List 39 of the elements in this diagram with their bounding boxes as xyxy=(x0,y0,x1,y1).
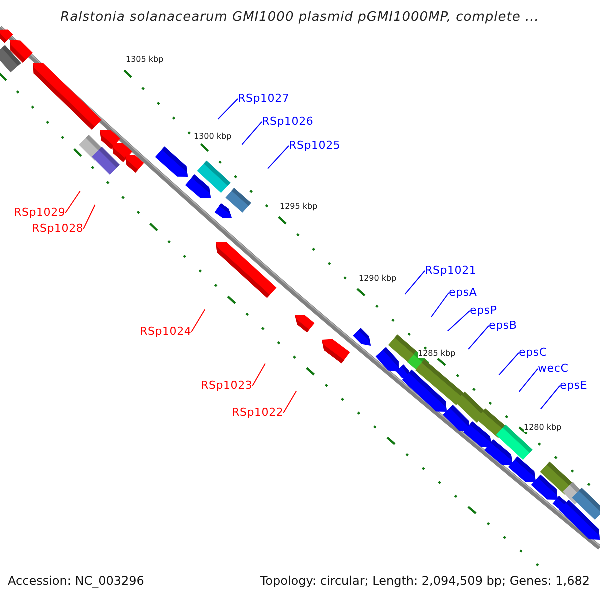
gene-label: RSp1022 xyxy=(232,406,284,419)
leader-line xyxy=(404,270,426,295)
gene-label: wecC xyxy=(538,362,569,375)
gene-label: epsE xyxy=(560,379,588,392)
leader-line xyxy=(498,352,520,376)
title: Ralstonia solanacearum GMI1000 plasmid pGMI1000MP, complete ... xyxy=(60,11,540,24)
leader-line xyxy=(540,386,560,410)
gene-label: epsB xyxy=(489,319,518,332)
leader-line xyxy=(431,292,450,318)
gene-label: RSp1021 xyxy=(425,264,477,277)
gene-label: RSp1026 xyxy=(262,115,314,128)
leader-line xyxy=(283,390,297,414)
leader-line xyxy=(65,190,81,214)
gene-label: RSp1028 xyxy=(32,222,84,235)
gene-label: RSp1023 xyxy=(201,379,253,392)
scale-label: 1295 kbp xyxy=(280,203,318,211)
leader-line xyxy=(218,98,238,120)
gene-label: epsC xyxy=(519,346,548,359)
gene-label: RSp1025 xyxy=(289,139,341,152)
scale-label: 1305 kbp xyxy=(126,56,164,64)
leader-line xyxy=(83,204,96,230)
leader-line xyxy=(268,146,290,170)
gene-label: RSp1029 xyxy=(14,206,66,219)
leader-line xyxy=(468,326,490,350)
gene-label: RSp1024 xyxy=(140,325,192,338)
scale-label: 1300 kbp xyxy=(194,133,232,141)
leader-line xyxy=(252,363,266,386)
leader-line xyxy=(242,122,262,146)
footer-text: Accession: NC_003296 xyxy=(8,575,144,587)
leader-line xyxy=(191,309,206,332)
gene-label: epsA xyxy=(449,286,478,299)
gene-label: epsP xyxy=(470,304,498,317)
scale-label: 1280 kbp xyxy=(524,424,562,432)
scale-label: 1285 kbp xyxy=(418,350,456,358)
leader-line xyxy=(518,368,538,392)
leader-line xyxy=(447,310,470,332)
gene-label: RSp1027 xyxy=(238,92,290,105)
footer-text: Topology: circular; Length: 2,094,509 bp; Genes: 1,682 xyxy=(260,575,590,587)
scale-label: 1290 kbp xyxy=(359,275,397,283)
